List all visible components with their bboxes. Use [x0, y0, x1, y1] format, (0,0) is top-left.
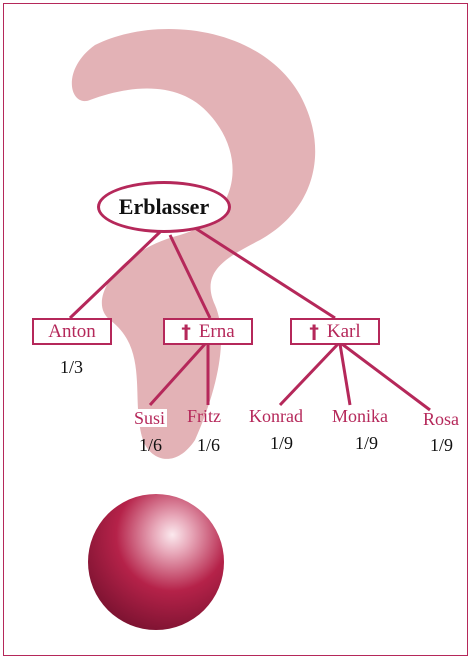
- share-anton: 1/3: [60, 357, 84, 377]
- child-label-anton: Anton: [48, 320, 96, 342]
- grandchild-label-konrad: Konrad: [249, 406, 303, 426]
- root-label: Erblasser: [118, 194, 210, 219]
- child-node-karl: † Karl: [290, 318, 380, 345]
- line-karl-konrad: [278, 342, 340, 407]
- line-root-anton: [68, 230, 162, 320]
- line-root-karl: [194, 226, 336, 320]
- share-konrad: 1/9: [270, 433, 294, 453]
- background-swirl: [71, 29, 316, 459]
- child-label-erna: Erna: [198, 320, 235, 342]
- share-rosa: 1/9: [430, 435, 454, 455]
- grandchild-label-fritz: Fritz: [187, 406, 221, 426]
- grandchild-label-rosa: Rosa: [423, 409, 459, 429]
- deceased-cross-icon: †: [181, 320, 191, 343]
- deceased-cross-icon: †: [309, 320, 319, 343]
- line-erna-susi: [148, 342, 207, 407]
- connector-lines: [68, 226, 431, 412]
- share-susi: 1/6: [139, 435, 163, 455]
- decorative-sphere: [88, 494, 224, 630]
- share-monika: 1/9: [355, 433, 379, 453]
- line-karl-rosa: [341, 342, 431, 412]
- share-fritz: 1/6: [197, 435, 221, 455]
- child-label-karl: Karl: [326, 320, 361, 342]
- line-root-erna: [168, 234, 212, 319]
- root-node-erblasser: Erblasser: [97, 181, 231, 233]
- child-node-anton: Anton: [32, 318, 112, 345]
- grandchild-label-susi: Susi: [132, 408, 168, 428]
- grandchild-label-monika: Monika: [332, 406, 388, 426]
- line-karl-monika: [338, 343, 352, 406]
- child-node-erna: † Erna: [163, 318, 253, 345]
